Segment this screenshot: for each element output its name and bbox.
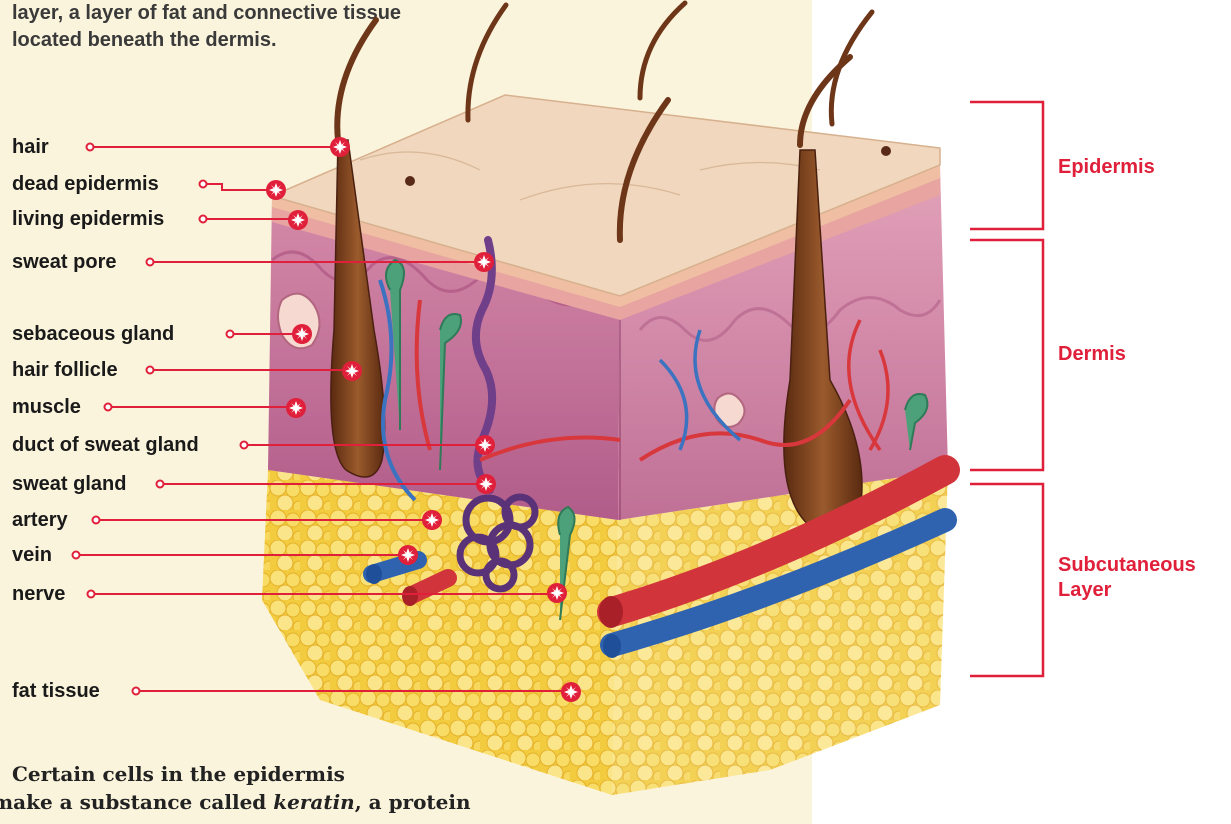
region-label-subcutaneous-line-1: Subcutaneous — [1058, 553, 1196, 578]
artery-marker — [422, 510, 442, 530]
label-artery: artery — [12, 508, 68, 532]
region-label-subcutaneous-line-2: Layer — [1058, 578, 1196, 603]
label-vein: vein — [12, 543, 52, 567]
sweat-gland-marker — [476, 474, 496, 494]
label-sebaceous-gland: sebaceous gland — [12, 322, 174, 346]
living-epidermis-marker — [288, 210, 308, 230]
region-label-epidermis: Epidermis — [1058, 155, 1155, 180]
region-label-subcutaneous: Subcutaneous Layer — [1058, 553, 1196, 603]
dermis-bracket — [970, 240, 1043, 470]
body-line-1: Certain cells in the epidermis — [0, 760, 480, 788]
dead-epidermis-marker — [266, 180, 286, 200]
region-label-dermis: Dermis — [1058, 342, 1126, 367]
label-nerve: nerve — [12, 582, 65, 606]
hair-shaft — [337, 20, 376, 140]
label-sweat-pore: sweat pore — [12, 250, 116, 274]
hair-follicle-marker — [342, 361, 362, 381]
label-duct-of-sweat-gland: duct of sweat gland — [12, 433, 199, 457]
label-dead-epidermis: dead epidermis — [12, 172, 159, 196]
label-fat-tissue: fat tissue — [12, 679, 100, 703]
body-line-2-before: make a substance called — [0, 790, 273, 814]
body-term-keratin: keratin — [273, 790, 354, 814]
body-line-2: make a substance called keratin, a prote… — [0, 788, 480, 816]
sebaceous-gland-marker — [292, 324, 312, 344]
sweat-pore-marker — [474, 252, 494, 272]
fat-tissue-marker — [561, 682, 581, 702]
label-muscle: muscle — [12, 395, 81, 419]
region-brackets — [970, 102, 1043, 676]
label-living-epidermis: living epidermis — [12, 207, 164, 231]
body-paragraph: Certain cells in the epidermis make a su… — [0, 760, 480, 816]
nerve-marker — [547, 583, 567, 603]
label-hair: hair — [12, 135, 49, 159]
epidermis-bracket — [970, 102, 1043, 229]
duct-of-sweat-gland-marker — [475, 435, 495, 455]
label-hair-follicle: hair follicle — [12, 358, 118, 382]
subcutaneous-bracket — [970, 484, 1043, 676]
hair-marker — [330, 137, 350, 157]
vein-marker — [398, 545, 418, 565]
label-sweat-gland: sweat gland — [12, 472, 126, 496]
muscle-marker — [286, 398, 306, 418]
body-line-2-after: , a protein — [355, 790, 471, 814]
